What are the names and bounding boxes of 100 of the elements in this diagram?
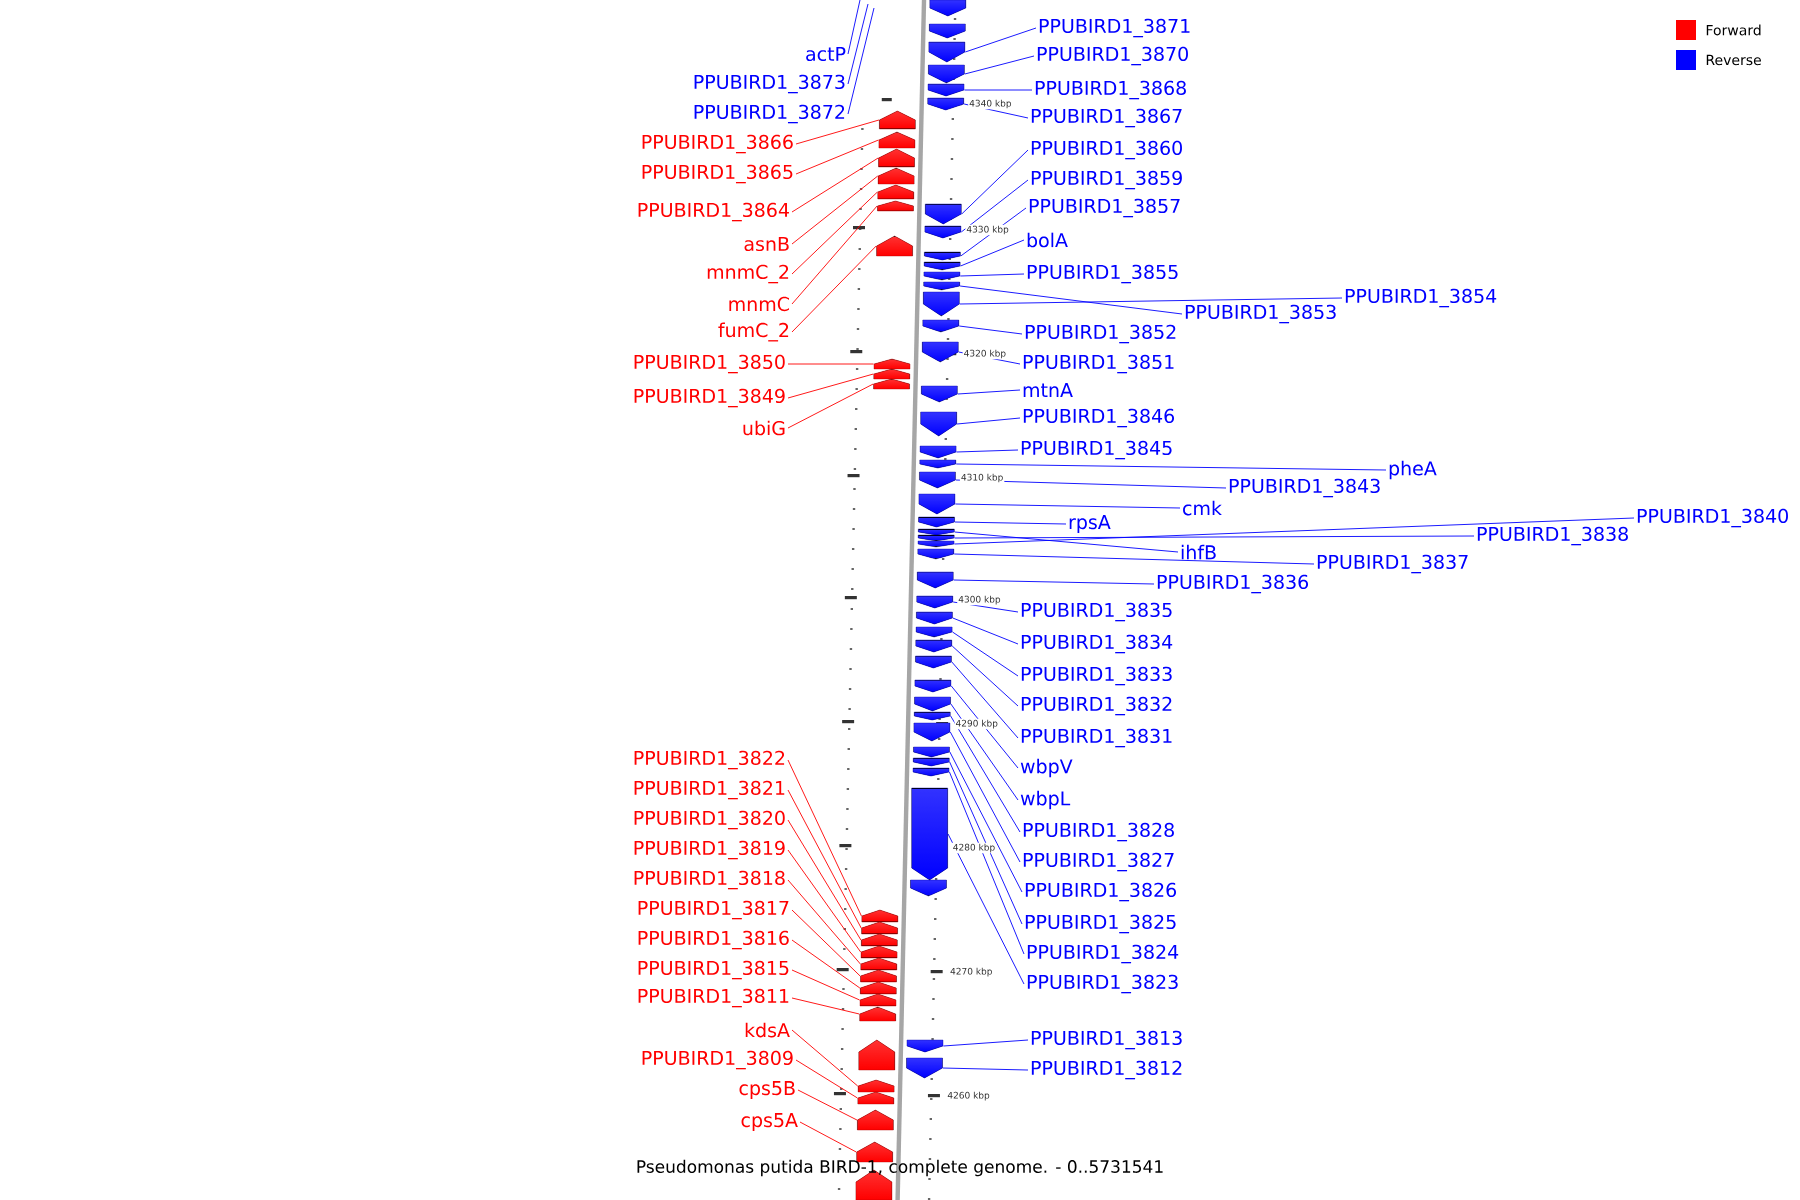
leader-line: [949, 731, 1021, 863]
gene-label: PPUBIRD1_3853: [1185, 304, 1336, 324]
gene-symbol: [915, 655, 952, 669]
gene-label: PPUBIRD1_3838: [1477, 526, 1628, 546]
leader-line: [963, 103, 1029, 119]
gene-symbol: [915, 626, 953, 638]
leader-line: [952, 617, 1019, 645]
leader-line: [791, 157, 879, 213]
leader-line: [953, 553, 1315, 565]
gene-symbol: [861, 933, 898, 947]
gene-label: PPUBIRD1_3845: [1021, 440, 1172, 460]
gene-symbol: [921, 385, 958, 403]
gene-symbol: [927, 83, 965, 97]
gene-label: PPUBIRD1_3827: [1023, 852, 1174, 872]
gene-symbol: [914, 679, 952, 693]
leader-line: [787, 383, 874, 429]
gene-symbol: [928, 64, 965, 84]
leader-line: [963, 89, 1033, 91]
gene-symbol: [860, 957, 897, 971]
gene-label: PPUBIRD1_3864: [638, 202, 789, 222]
leader-line: [797, 1089, 858, 1121]
gene-label: PPUBIRD1_3837: [1317, 554, 1468, 574]
gene-label: PPUBIRD1_3866: [642, 134, 793, 154]
gene-label: PPUBIRD1_3860: [1031, 140, 1182, 160]
leader-line: [791, 939, 861, 989]
leader-line: [954, 503, 1181, 509]
leader-line: [795, 1059, 858, 1099]
leader-line: [791, 1029, 859, 1087]
gene-symbol: [857, 1109, 894, 1131]
leader-line: [958, 325, 1023, 335]
leader-line: [959, 285, 1183, 315]
gene-label: wbpV: [1020, 758, 1073, 778]
leader-line: [791, 205, 878, 305]
gene-symbol: [860, 981, 897, 995]
leader-line: [795, 119, 880, 145]
gene-label: mnmC_2: [707, 264, 789, 284]
gene-symbol: [928, 41, 966, 63]
gene-symbol: [878, 148, 915, 168]
gene-label: PPUBIRD1_3865: [642, 164, 793, 184]
gene-label: PPUBIRD1_3812: [1031, 1060, 1182, 1080]
leader-line: [953, 579, 1155, 585]
gene-label: PPUBIRD1_3820: [634, 810, 785, 830]
gene-symbol: [914, 696, 951, 712]
gene-label: PPUBIRD1_3857: [1029, 198, 1180, 218]
gene-label: bolA: [1027, 232, 1068, 248]
gene-label: mtnA: [1023, 383, 1073, 397]
leader-line: [942, 1039, 1029, 1047]
leader-line: [799, 1121, 857, 1153]
gene-symbol: [873, 358, 911, 370]
leader-line: [954, 531, 1179, 553]
gene-symbol: [923, 271, 961, 281]
leader-line: [950, 703, 1019, 801]
leader-line: [950, 715, 1021, 833]
leader-line: [787, 373, 874, 399]
gene-symbol: [918, 528, 955, 536]
gene-label: PPUBIRD1_3840: [1637, 508, 1788, 528]
leader-line: [957, 389, 1021, 395]
gene-label: PPUBIRD1_3826: [1025, 882, 1177, 902]
gene-symbol: [856, 1141, 893, 1163]
gene-symbol: [857, 1079, 895, 1093]
gene-label: cmk: [1183, 500, 1222, 516]
gene-label: pheA: [1389, 460, 1437, 480]
gene-symbol: [878, 131, 916, 149]
gene-label: ihfB: [1181, 544, 1216, 560]
gene-symbol: [861, 921, 898, 935]
gene-label: PPUBIRD1_3873: [694, 74, 845, 94]
gene-label: PPUBIRD1_3832: [1021, 696, 1172, 716]
gene-symbol: [919, 445, 957, 459]
leader-line: [960, 179, 1029, 233]
gene-symbol: [877, 184, 914, 200]
gene-symbol: [922, 341, 959, 363]
gene-symbol: [920, 411, 957, 437]
leader-line: [949, 761, 1023, 925]
leader-line: [948, 771, 1025, 955]
gene-symbol: [879, 110, 916, 130]
leader-line: [791, 245, 877, 333]
gene-label: PPUBIRD1_3815: [638, 960, 789, 980]
gene-symbol: [927, 97, 964, 111]
leader-line: [960, 207, 1027, 257]
gene-symbol: [924, 251, 961, 261]
gene-label: cps5B: [739, 1081, 795, 1099]
leader-line: [959, 273, 1025, 277]
gene-symbol: [917, 540, 955, 548]
gene-symbol: [925, 203, 962, 225]
gene-symbol: [860, 945, 898, 959]
caption: Pseudomonas putida BIRD-1, complete genome. - 0..5731541: [637, 1159, 1163, 1177]
gene-symbol: [906, 1039, 944, 1053]
gene-symbol: [919, 459, 956, 469]
gene-label: actP: [806, 46, 846, 62]
gene-label: PPUBIRD1_3850: [634, 354, 785, 374]
gene-label: PPUBIRD1_3821: [634, 780, 785, 800]
leader-line: [787, 819, 862, 941]
leader-line: [954, 535, 1475, 539]
leader-line: [795, 139, 879, 175]
gene-symbol: [914, 711, 951, 721]
gene-symbol: [873, 368, 910, 380]
leader-line: [949, 751, 1023, 893]
gene-symbol: [859, 993, 897, 1007]
gene-label: mnmC: [729, 296, 789, 312]
leader-line: [942, 1067, 1029, 1071]
